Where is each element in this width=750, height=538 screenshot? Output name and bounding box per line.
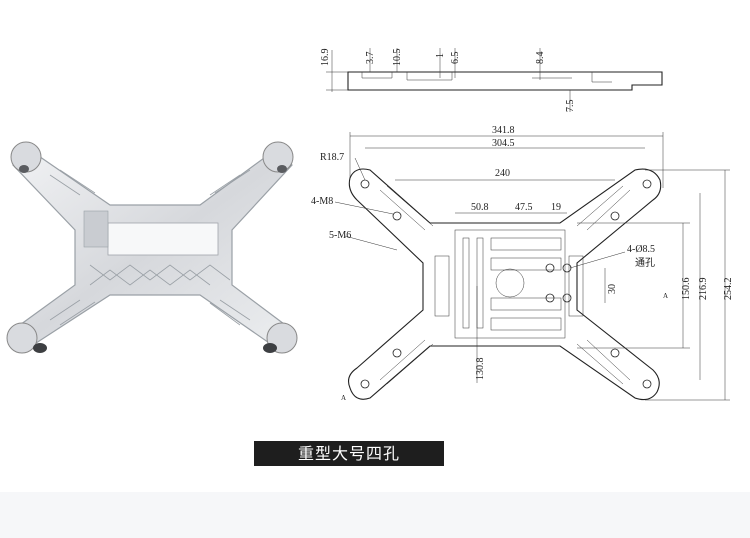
frame-outline (348, 168, 662, 401)
dim-hole-pitch: 30 (607, 284, 618, 294)
dim-overall-width: 341.8 (492, 125, 515, 136)
section-dim-3: 10.5 (392, 49, 403, 67)
section-dim-7: 7.5 (565, 100, 576, 113)
section-outline (347, 71, 663, 91)
dim-inner-width: 240 (495, 168, 510, 179)
product-caption: 重型大号四孔 (254, 441, 444, 466)
callout-center-holes: 5-M6 (329, 230, 351, 241)
dim-corner-radius: R18.7 (320, 152, 344, 163)
section-dim-1: 16.9 (320, 49, 331, 67)
frame-product-photo (6, 141, 298, 354)
section-dim-5: 6.5 (450, 52, 461, 65)
section-view-drawing: 16.9 3.7 10.5 1 6.5 8.4 7.5 (320, 48, 663, 113)
footer-band (0, 492, 750, 538)
through-holes (545, 263, 572, 303)
callout-corner-holes: 4-M8 (311, 196, 333, 207)
dim-slot-b: 47.5 (515, 202, 533, 213)
dim-slot-c: 19 (551, 202, 561, 213)
plan-view-drawing: 341.8 304.5 (311, 125, 734, 402)
dim-slot-a: 50.8 (471, 202, 489, 213)
dim-height-b: 216.9 (698, 278, 709, 301)
dim-height-c: 254.2 (723, 278, 734, 301)
dim-hole-span: 304.5 (492, 138, 515, 149)
callout-through-note: 通孔 (635, 257, 655, 269)
dim-offset: 130.8 (475, 358, 486, 381)
section-dim-4: 1 (435, 53, 446, 58)
section-mark-right: A (663, 292, 668, 300)
dim-height-a: 150.6 (681, 278, 692, 301)
section-dim-2: 3.7 (365, 52, 376, 65)
callout-through-holes: 4-Ø8.5 (627, 244, 655, 255)
section-dim-6: 8.4 (535, 52, 546, 65)
section-mark-left: A (341, 394, 346, 402)
